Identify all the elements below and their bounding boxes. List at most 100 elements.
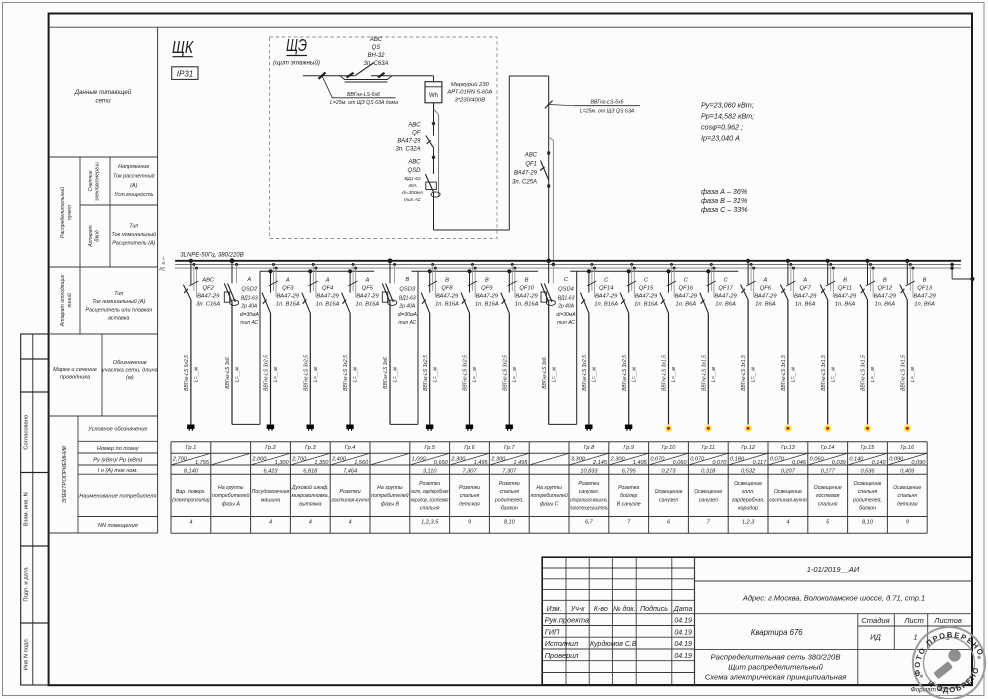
svg-text:04.19: 04.19	[674, 653, 692, 660]
svg-text:фазы В: фазы В	[381, 502, 400, 508]
svg-text:Уст.мощность: Уст.мощность	[113, 192, 153, 198]
svg-text:К-во: К-во	[594, 606, 608, 613]
svg-text:0,060: 0,060	[673, 460, 688, 466]
svg-text:участка сети, длина: участка сети, длина	[101, 368, 158, 374]
svg-text:микроволновка,: микроволновка,	[292, 493, 330, 499]
svg-text:QF9: QF9	[481, 286, 493, 292]
svg-text:ВА47-29: ВА47-29	[834, 294, 857, 300]
svg-text:1п. В6А: 1п. В6А	[755, 302, 776, 308]
svg-text:7,307: 7,307	[502, 468, 517, 474]
svg-text:Ру=23,060 кВт;: Ру=23,060 кВт;	[701, 101, 754, 110]
svg-text:L=__м.: L=__м.	[432, 366, 438, 382]
svg-text:Гр.10: Гр.10	[662, 445, 677, 451]
svg-text:ВА47-29: ВА47-29	[874, 294, 897, 300]
svg-text:2,145: 2,145	[592, 460, 608, 466]
svg-text:ВВГнг-LS 3х6: ВВГнг-LS 3х6	[225, 357, 231, 389]
svg-text:1,2,3: 1,2,3	[742, 520, 755, 526]
svg-text:В: В	[445, 278, 449, 284]
svg-text:QF11: QF11	[838, 286, 852, 292]
svg-text:1,495: 1,495	[513, 460, 528, 466]
svg-text:QF15: QF15	[639, 286, 654, 292]
svg-text:Изм.: Изм.	[547, 606, 562, 613]
svg-text:АВС: АВС	[201, 278, 215, 284]
svg-text:ГИП: ГИП	[545, 628, 560, 637]
svg-text:2,300: 2,300	[490, 457, 506, 463]
svg-text:0,070: 0,070	[770, 457, 785, 463]
svg-text:cosφ=0,962 ;: cosφ=0,962 ;	[701, 123, 743, 132]
svg-text:L=__м.: L=__м.	[273, 366, 279, 382]
svg-text:Освещение: Освещение	[893, 485, 921, 491]
svg-text:гостиная-кухня: гостиная-кухня	[769, 497, 807, 503]
svg-text:0,636: 0,636	[861, 468, 876, 474]
svg-text:Аппарат отходящих: Аппарат отходящих	[60, 274, 66, 327]
svg-text:Гр.1: Гр.1	[186, 445, 197, 451]
svg-text:0,070: 0,070	[712, 460, 727, 466]
svg-text:I н (А) ток ном.: I н (А) ток ном.	[98, 468, 138, 474]
svg-text:2,400: 2,400	[331, 457, 347, 463]
svg-text:3п. С25А: 3п. С25А	[512, 180, 537, 186]
svg-text:ВД1-63: ВД1-63	[399, 296, 416, 302]
svg-text:ВА47-29: ВА47-29	[515, 294, 538, 300]
svg-text:Ток номинальный (А): Ток номинальный (А)	[92, 298, 145, 305]
svg-text:ВА47-29: ВА47-29	[356, 294, 379, 300]
svg-text:L=__м.: L=__м.	[870, 366, 876, 382]
svg-text:Инв N подл.: Инв N подл.	[23, 637, 29, 670]
svg-text:Гр.12: Гр.12	[741, 445, 756, 451]
svg-text:ВВГнг-LS 3х2,5: ВВГнг-LS 3х2,5	[622, 355, 628, 391]
svg-text:Розетки: Розетки	[578, 481, 599, 487]
svg-text:2,300: 2,300	[450, 457, 466, 463]
svg-text:QSD: QSD	[407, 168, 421, 174]
svg-text:ВА47-29: ВА47-29	[714, 294, 737, 300]
svg-text:ВВГнг-LS 3х2,5: ВВГнг-LS 3х2,5	[502, 355, 508, 391]
svg-text:04.19: 04.19	[674, 618, 692, 625]
svg-text:санузел: санузел	[659, 497, 678, 503]
svg-text:Розетки: Розетки	[419, 481, 440, 487]
svg-text:0,650: 0,650	[434, 460, 449, 466]
svg-text:Тип: Тип	[114, 291, 123, 297]
svg-text:спальня: спальня	[818, 502, 838, 508]
svg-text:Освещение: Освещение	[694, 489, 722, 495]
svg-text:2,700: 2,700	[172, 457, 188, 463]
svg-text:родителей,: родителей,	[494, 496, 524, 503]
svg-text:Рук.проекта: Рук.проекта	[545, 616, 589, 625]
svg-text:С: С	[644, 278, 649, 284]
svg-text:Дата: Дата	[673, 606, 693, 613]
svg-text:спальня: спальня	[420, 506, 440, 512]
svg-text:ВВГнг-LS 3х1,5: ВВГнг-LS 3х1,5	[861, 355, 867, 391]
svg-text:Курдюмов С.В: Курдюмов С.В	[590, 640, 637, 648]
svg-text:Гр.14: Гр.14	[821, 445, 835, 451]
svg-text:спальня: спальня	[460, 493, 480, 499]
svg-text:вставка: вставка	[108, 316, 129, 322]
svg-text:В: В	[843, 278, 847, 284]
svg-text:балкон: балкон	[501, 506, 518, 512]
svg-text:Условное обозначение: Условное обозначение	[87, 427, 147, 433]
svg-text:0,140: 0,140	[872, 460, 887, 466]
svg-text:А: А	[285, 278, 290, 284]
svg-text:Розетки: Розетки	[340, 489, 361, 495]
svg-text:Гр.3: Гр.3	[305, 445, 316, 451]
svg-text:1п. В6А: 1п. В6А	[914, 302, 935, 308]
svg-text:Исполнил: Исполнил	[545, 639, 579, 648]
svg-text:3,300: 3,300	[571, 457, 586, 463]
svg-text:коридор: коридор	[738, 506, 758, 512]
svg-text:1п. В6А: 1п. В6А	[875, 302, 896, 308]
svg-text:Расцепитель или плавкая: Расцепитель или плавкая	[85, 307, 152, 313]
svg-text:0,532: 0,532	[741, 468, 756, 474]
svg-text:0,046: 0,046	[792, 460, 807, 466]
svg-text:Адрес: г.Москва, Волоколамское: Адрес: г.Москва, Волоколамское шоссе, д.…	[742, 594, 925, 603]
svg-text:ВА47-29: ВА47-29	[436, 294, 459, 300]
svg-text:гостиная-кухня: гостиная-кухня	[331, 497, 369, 503]
svg-text:9: 9	[906, 520, 909, 526]
svg-text:ВВГнг-LS 3х1,5: ВВГнг-LS 3х1,5	[821, 355, 827, 391]
svg-text:ВА47-29: ВА47-29	[514, 171, 538, 177]
svg-text:1п. В16А: 1п. В16А	[515, 302, 539, 308]
svg-text:А: А	[325, 278, 330, 284]
svg-text:ВД1-63: ВД1-63	[404, 176, 420, 182]
svg-text:Ток рассчетный: Ток рассчетный	[113, 172, 155, 179]
svg-text:0,273: 0,273	[662, 468, 677, 474]
svg-text:L=__м.: L=__м.	[194, 366, 200, 382]
svg-text:Гр.11: Гр.11	[702, 445, 715, 451]
svg-text:0,318: 0,318	[701, 468, 716, 474]
svg-text:Освещение: Освещение	[654, 489, 682, 495]
svg-text:А: А	[802, 278, 807, 284]
